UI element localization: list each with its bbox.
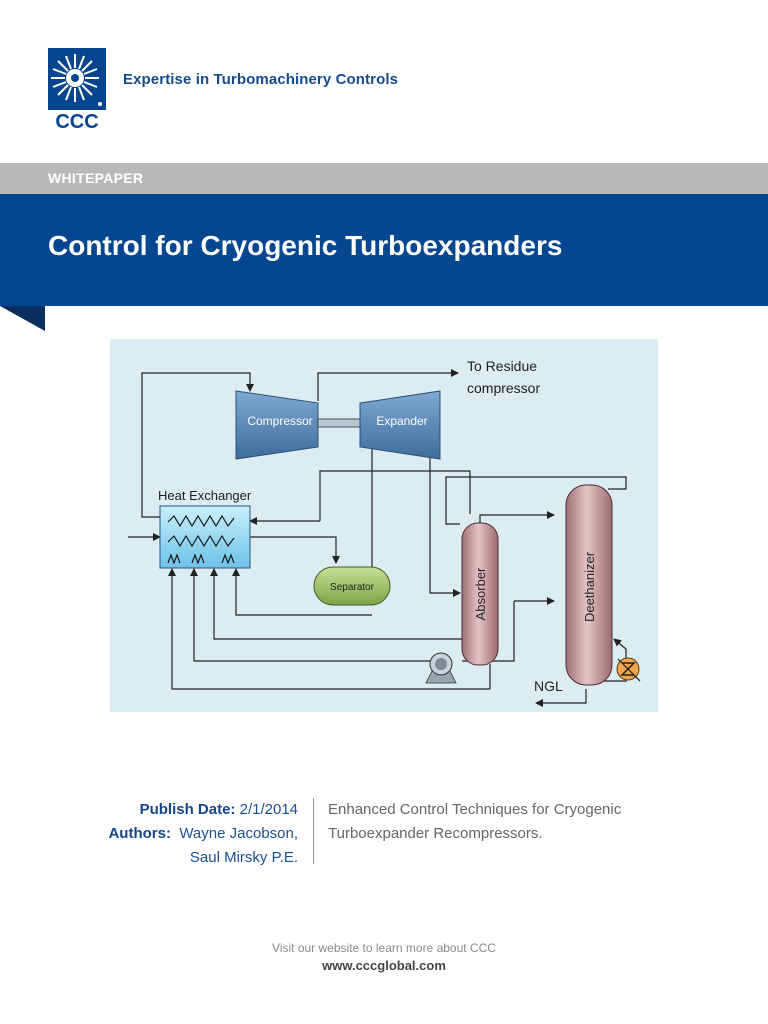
residue-label-1: To Residue (467, 358, 537, 374)
authors-row: Authors: Wayne Jacobson, (108, 822, 298, 846)
author-2: Saul Mirsky P.E. (189, 849, 298, 866)
ccc-logo: CCC (48, 48, 106, 133)
author-1: Wayne Jacobson, (179, 825, 298, 842)
title-bar: Control for Cryogenic Turboexpanders (0, 194, 768, 306)
meta-divider (313, 798, 314, 864)
pump-icon (425, 652, 457, 684)
whitepaper-label: WHITEPAPER (48, 170, 144, 186)
page-title: Control for Cryogenic Turboexpanders (48, 230, 563, 261)
expander-label: Expander (376, 414, 427, 428)
tagline: Expertise in Turbomachinery Controls (123, 71, 399, 88)
separator-label: Separator (330, 582, 375, 593)
process-diagram: Compressor Expander To Residue compresso… (110, 339, 658, 712)
heat-exchanger-label: Heat Exchanger (158, 488, 252, 503)
website-link[interactable]: www.cccglobal.com (322, 958, 446, 973)
footer: Visit our website to learn more about CC… (0, 940, 768, 975)
residue-label-2: compressor (467, 380, 540, 396)
compressor-label: Compressor (247, 414, 312, 428)
ngl-label: NGL (534, 678, 563, 694)
logo-text: CCC (55, 111, 98, 130)
absorber-label: Absorber (473, 567, 488, 620)
authors-label: Authors: (108, 825, 171, 842)
summary-text: Enhanced Control Techniques for Cryogeni… (328, 801, 622, 842)
footer-visit-text: Visit our website to learn more about CC… (272, 941, 496, 955)
whitepaper-bar: WHITEPAPER (0, 163, 768, 194)
publication-info: Publish Date: 2/1/2014 Authors: Wayne Ja… (108, 798, 298, 870)
publish-date: 2/1/2014 (239, 801, 298, 818)
publish-date-label: Publish Date: (139, 801, 236, 818)
deethanizer-label: Deethanizer (582, 551, 597, 622)
reboiler-icon (616, 657, 641, 682)
publish-date-row: Publish Date: 2/1/2014 (108, 798, 298, 822)
corner-fold (0, 306, 45, 331)
